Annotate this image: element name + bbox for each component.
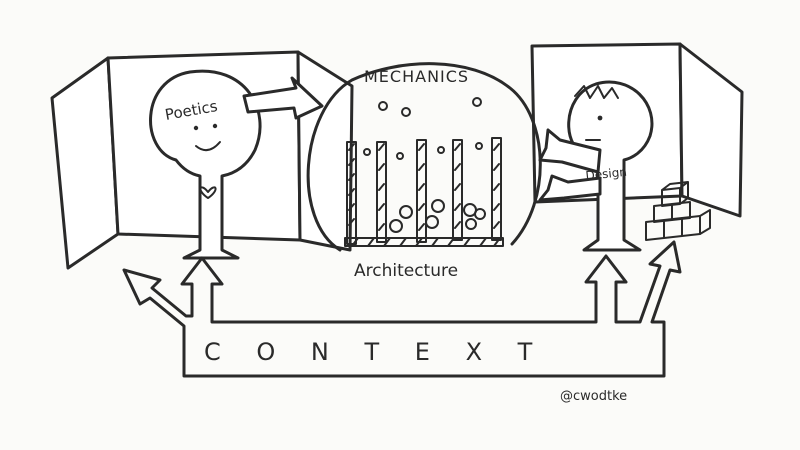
poetics-eye-left	[194, 126, 198, 130]
ball-icon	[432, 200, 444, 212]
ball-icon	[390, 220, 402, 232]
context-label: C O N T E X T	[204, 338, 546, 366]
mechanics-label: MECHANICS	[364, 67, 469, 86]
ball-icon	[397, 153, 403, 159]
ball-icon	[426, 216, 438, 228]
architecture-label: Architecture	[354, 261, 458, 281]
ball-icon	[402, 108, 410, 116]
ball-icon	[475, 209, 485, 219]
signature-text: @cwodtke	[560, 389, 627, 404]
ball-icon	[379, 102, 387, 110]
ball-icon	[400, 206, 412, 218]
poetics-eye-right	[213, 124, 217, 128]
ball-icon	[473, 98, 481, 106]
left-screen-wing-left	[52, 58, 118, 268]
ball-icon	[438, 147, 444, 153]
design-eye	[598, 116, 603, 121]
ball-icon	[476, 143, 482, 149]
ball-icon	[364, 149, 370, 155]
left-screen-wing-right	[298, 52, 352, 250]
right-screen-wing-right	[680, 44, 742, 216]
ball-icon	[466, 219, 476, 229]
